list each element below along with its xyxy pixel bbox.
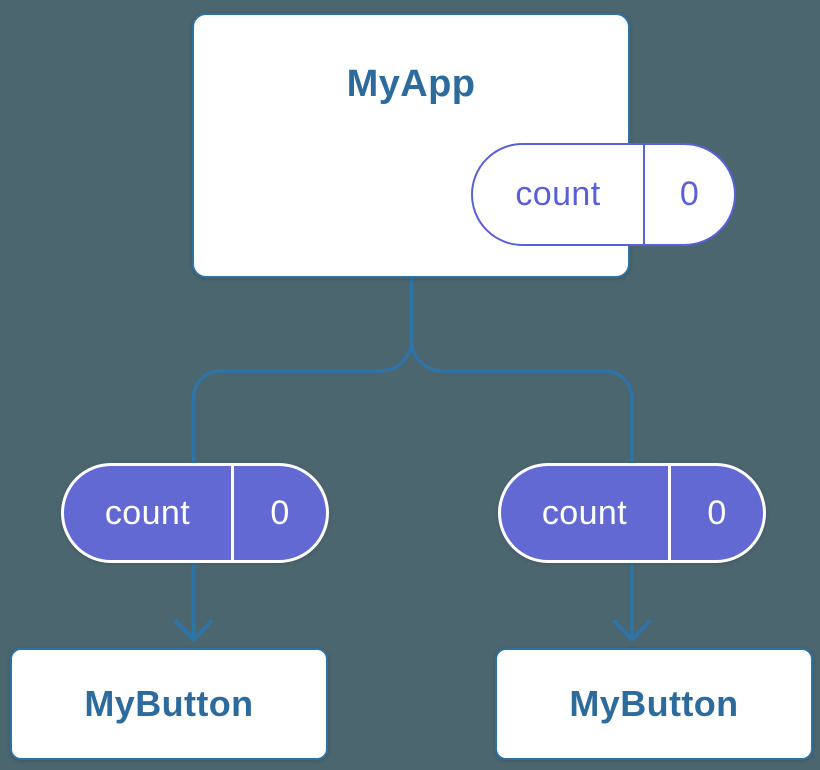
left-branch-line bbox=[191, 339, 414, 640]
prop-name-label: count bbox=[64, 466, 234, 560]
component-node-myapp: MyApp count 0 bbox=[192, 13, 736, 278]
component-title: MyButton bbox=[569, 683, 739, 724]
component-node-mybutton-right: MyButton bbox=[495, 648, 813, 760]
prop-value-label: 0 bbox=[707, 493, 727, 532]
prop-pill-left: count 0 bbox=[61, 463, 329, 563]
component-node-mybutton-left: MyButton bbox=[10, 648, 328, 760]
state-name-label: count bbox=[473, 145, 645, 244]
component-title: MyApp bbox=[346, 63, 476, 105]
prop-value-label: 0 bbox=[270, 493, 290, 532]
right-branch-line bbox=[409, 339, 634, 640]
prop-pill-right: count 0 bbox=[498, 463, 766, 563]
prop-name-label: count bbox=[501, 466, 671, 560]
state-value-label: 0 bbox=[679, 175, 700, 213]
state-pill: count 0 bbox=[471, 143, 736, 246]
component-title: MyButton bbox=[84, 683, 254, 724]
arrow-down-icon bbox=[612, 619, 652, 642]
arrow-down-icon bbox=[174, 619, 213, 642]
